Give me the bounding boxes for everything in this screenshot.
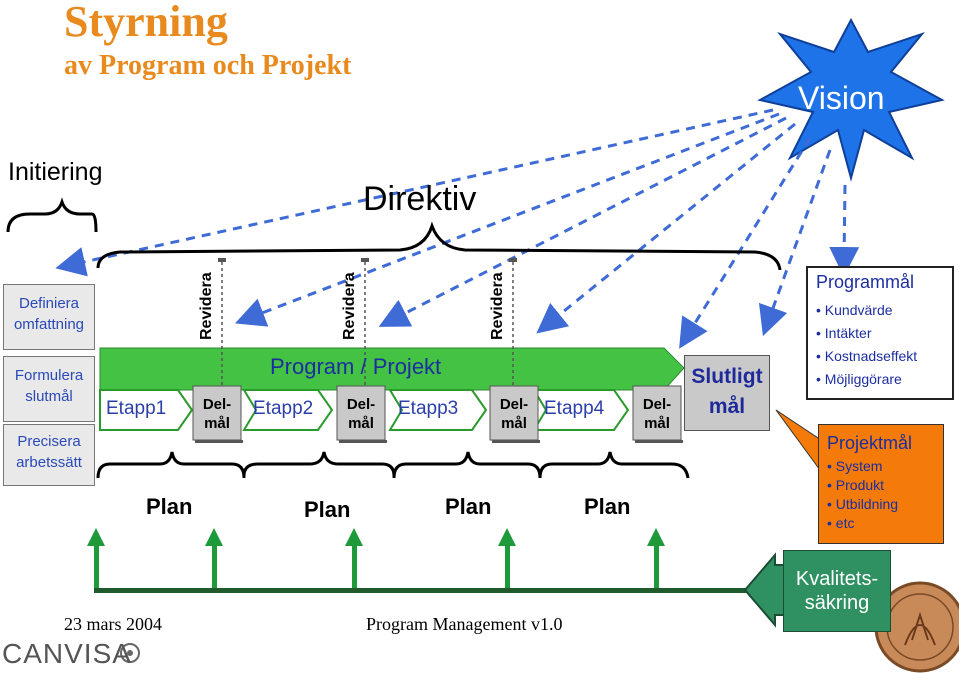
plan-label-1: Plan <box>146 494 193 519</box>
stack-definiera: Definiera omfattning <box>3 284 95 350</box>
direktiv-label: Direktiv <box>363 180 477 218</box>
title-main: Styrning <box>64 0 228 46</box>
delmal-1-line1: Del- <box>202 396 232 413</box>
title-sub: av Program och Projekt <box>64 50 352 81</box>
revidera-label-2: Revidera <box>341 272 358 340</box>
programmal-item-4: • Möjliggörare <box>816 371 902 387</box>
plan-label-2: Plan <box>304 497 351 522</box>
plan-label-3: Plan <box>445 494 492 519</box>
delmal-4-line1: Del- <box>642 396 672 413</box>
etapp-label-1: Etapp1 <box>106 398 167 419</box>
initiering-label: Initiering <box>8 158 103 186</box>
programmal-item-4-text: Möjliggörare <box>824 371 902 387</box>
revidera-label-1: Revidera <box>198 272 215 340</box>
stack-definiera-line2: omfattning <box>13 316 85 333</box>
projektmal-item-2: • Produkt <box>827 477 885 493</box>
plan-label-4: Plan <box>584 494 631 519</box>
programmal-item-3: • Kostnadseffekt <box>816 348 918 364</box>
seal-logo <box>874 581 959 673</box>
revidera-label-3: Revidera <box>489 272 506 340</box>
delmal-2-line2: mål <box>348 415 374 432</box>
kval-line1: Kvalitets- <box>795 568 879 590</box>
delmal-2: Del- mål <box>337 395 385 433</box>
kval-line2: säkring <box>804 592 870 614</box>
projektmal-item-1: • System <box>827 458 883 474</box>
projektmal-item-4-text: etc <box>835 515 855 531</box>
programmal-item-3-text: Kostnadseffekt <box>824 348 918 364</box>
etapp-label-2: Etapp2 <box>253 398 314 419</box>
vision-label: Vision <box>798 80 885 116</box>
etapp-label-4: Etapp4 <box>544 398 605 419</box>
delmal-1: Del- mål <box>193 395 241 433</box>
dashed-arrows <box>55 108 860 349</box>
delmal-2-line1: Del- <box>346 396 376 413</box>
delmal-4: Del- mål <box>633 395 681 433</box>
kval-arrow <box>743 552 786 628</box>
delmal-3-line1: Del- <box>499 396 529 413</box>
canvisa-logo-text: CANVISA <box>2 638 132 669</box>
slutligt-mal-line1: Slutligt <box>691 365 763 388</box>
revidera-lines <box>221 262 514 386</box>
delmal-3: Del- mål <box>490 395 538 433</box>
vision-star-shape <box>757 17 945 182</box>
delmal-3-line2: mål <box>501 415 527 432</box>
programmal-item-2-text: Intäkter <box>824 325 872 341</box>
kvalitetssakring-box: Kvalitets- säkring <box>783 550 891 632</box>
stack-precisera-line1: Precisera <box>17 433 81 450</box>
projektmal-item-1-text: System <box>835 458 883 474</box>
footer-date: 23 mars 2004 <box>64 614 162 634</box>
program-arrow <box>99 347 685 391</box>
stack-formulera: Formulera slutmål <box>3 356 95 422</box>
footer-doc: Program Management v1.0 <box>366 614 563 634</box>
canvisa-logo-mark <box>120 643 140 663</box>
plan-braces <box>96 451 690 479</box>
revidera-ticks <box>218 258 517 262</box>
delmal-4-line2: mål <box>644 415 670 432</box>
projektmal-item-2-text: Produkt <box>835 477 885 493</box>
delmal-boxes <box>192 385 682 441</box>
etapp-label-3: Etapp3 <box>398 398 459 419</box>
projektmal-item-3-text: Utbildning <box>835 496 899 512</box>
stack-formulera-line1: Formulera <box>14 367 84 384</box>
stack-definiera-line1: Definiera <box>18 295 80 312</box>
etapp-chevrons <box>99 389 630 431</box>
programmal-item-1-text: Kundvärde <box>824 302 893 318</box>
program-projekt-label: Program / Projekt <box>270 354 442 379</box>
projektmal-heading: Projektmål <box>827 433 913 453</box>
projektmal-item-4: • etc <box>827 515 855 531</box>
programmal-item-1: • Kundvärde <box>816 302 893 318</box>
programmal-item-2: • Intäkter <box>816 325 872 341</box>
slutligt-mal-line2: mål <box>708 395 746 418</box>
programmal-box: Programmål • Kundvärde • Intäkter • Kost… <box>806 266 954 400</box>
timeline <box>94 588 754 593</box>
slutligt-mal-box: Slutligt mål <box>684 355 770 431</box>
delmal-shadows <box>195 440 683 443</box>
programmal-heading: Programmål <box>816 272 915 292</box>
stack-formulera-line2: slutmål <box>25 388 73 405</box>
stack-precisera: Precisera arbetssätt <box>3 424 95 486</box>
projektmal-item-3: • Utbildning <box>827 496 899 512</box>
delmal-1-line2: mål <box>204 415 230 432</box>
stack-precisera-line2: arbetssätt <box>16 454 82 471</box>
projektmal-box: Projektmål • System • Produkt • Utbildni… <box>818 424 944 544</box>
up-arrows <box>87 528 665 592</box>
